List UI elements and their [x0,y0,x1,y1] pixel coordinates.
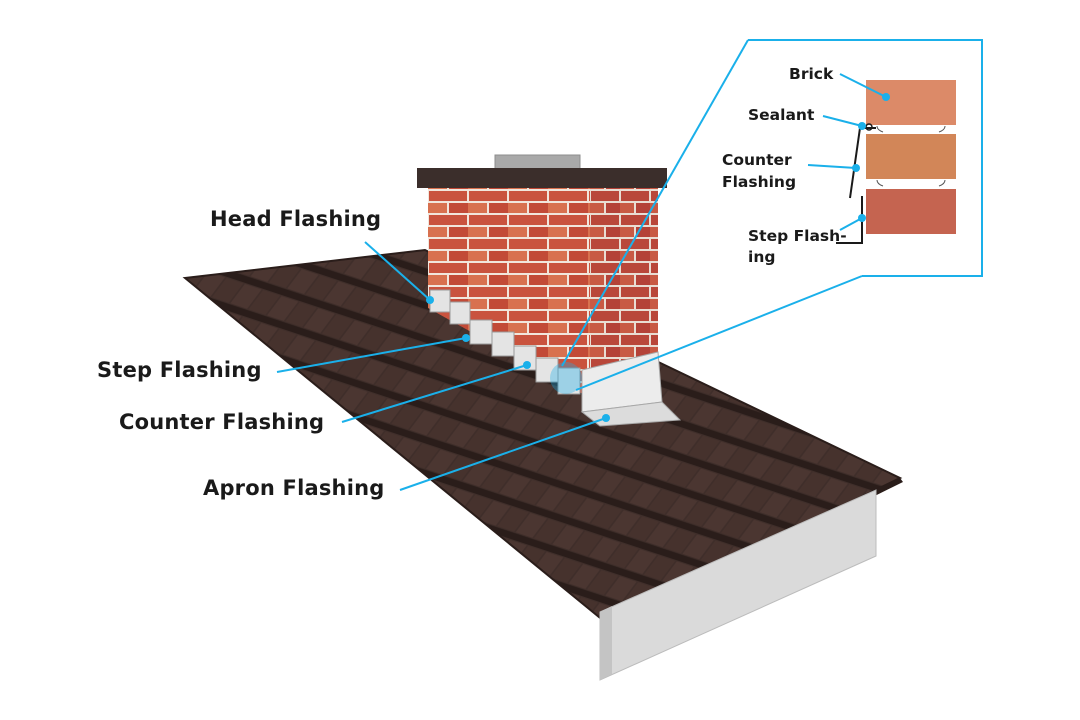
roof [182,248,903,681]
detail-inset-frame [748,39,983,277]
detail-magnifier [550,362,582,394]
inset-mortar-joint-2 [876,179,946,187]
inset-brick-bottom [866,189,956,234]
step-flashing-leader [276,337,467,373]
inset-sealant-dot [858,122,866,130]
inset-step-leader [839,217,863,231]
inset-step-label-line2: ing [748,248,776,266]
inset-counter-label-line2: Flashing [722,173,797,191]
step-flashing-dot [462,334,470,342]
counter-flashing-label: Counter Flashing [119,410,325,434]
callout-dots [426,296,610,422]
detail-leader-lower [575,275,863,391]
step-flashing-label: Step Flashing [97,358,262,382]
inset-step-label-line1: Step Flash- [748,227,847,245]
inset-brick-leader [839,73,887,98]
inset-sealant-bead [865,123,873,131]
inset-step-flashing [836,196,863,244]
inset-counter-label-line1: Counter [722,151,792,169]
step-flashing-pieces [429,289,581,395]
inset-counter-dot [852,164,860,172]
inset-brick-dot [882,93,890,101]
inset-brick-middle [866,134,956,179]
inset-sealant-label: Sealant [748,106,815,124]
apron-flashing-leader [399,417,607,491]
inset-brick-label: Brick [789,65,834,83]
apron-flashing-label: Apron Flashing [203,476,385,500]
detail-inset [748,39,983,277]
inset-mortar-joint-1 [876,125,946,133]
inset-brick-top [866,80,956,125]
head-flashing-leader [364,241,431,301]
head-flashing-dot [426,296,434,304]
inset-step-dot [858,214,866,222]
fascia-face [600,606,612,680]
callout-lines [276,39,863,491]
detail-leader-upper [561,39,749,367]
inset-sealant-leader [822,115,863,127]
head-flashing-label: Head Flashing [210,207,382,231]
inset-counter-leader [807,164,857,169]
apron-flashing-dot [602,414,610,422]
counter-flashing-leader [341,364,528,423]
chimney-crown [417,168,667,188]
counter-flashing-dot [523,361,531,369]
chimney-side-face [590,188,658,398]
chimney-front-face [428,188,590,398]
